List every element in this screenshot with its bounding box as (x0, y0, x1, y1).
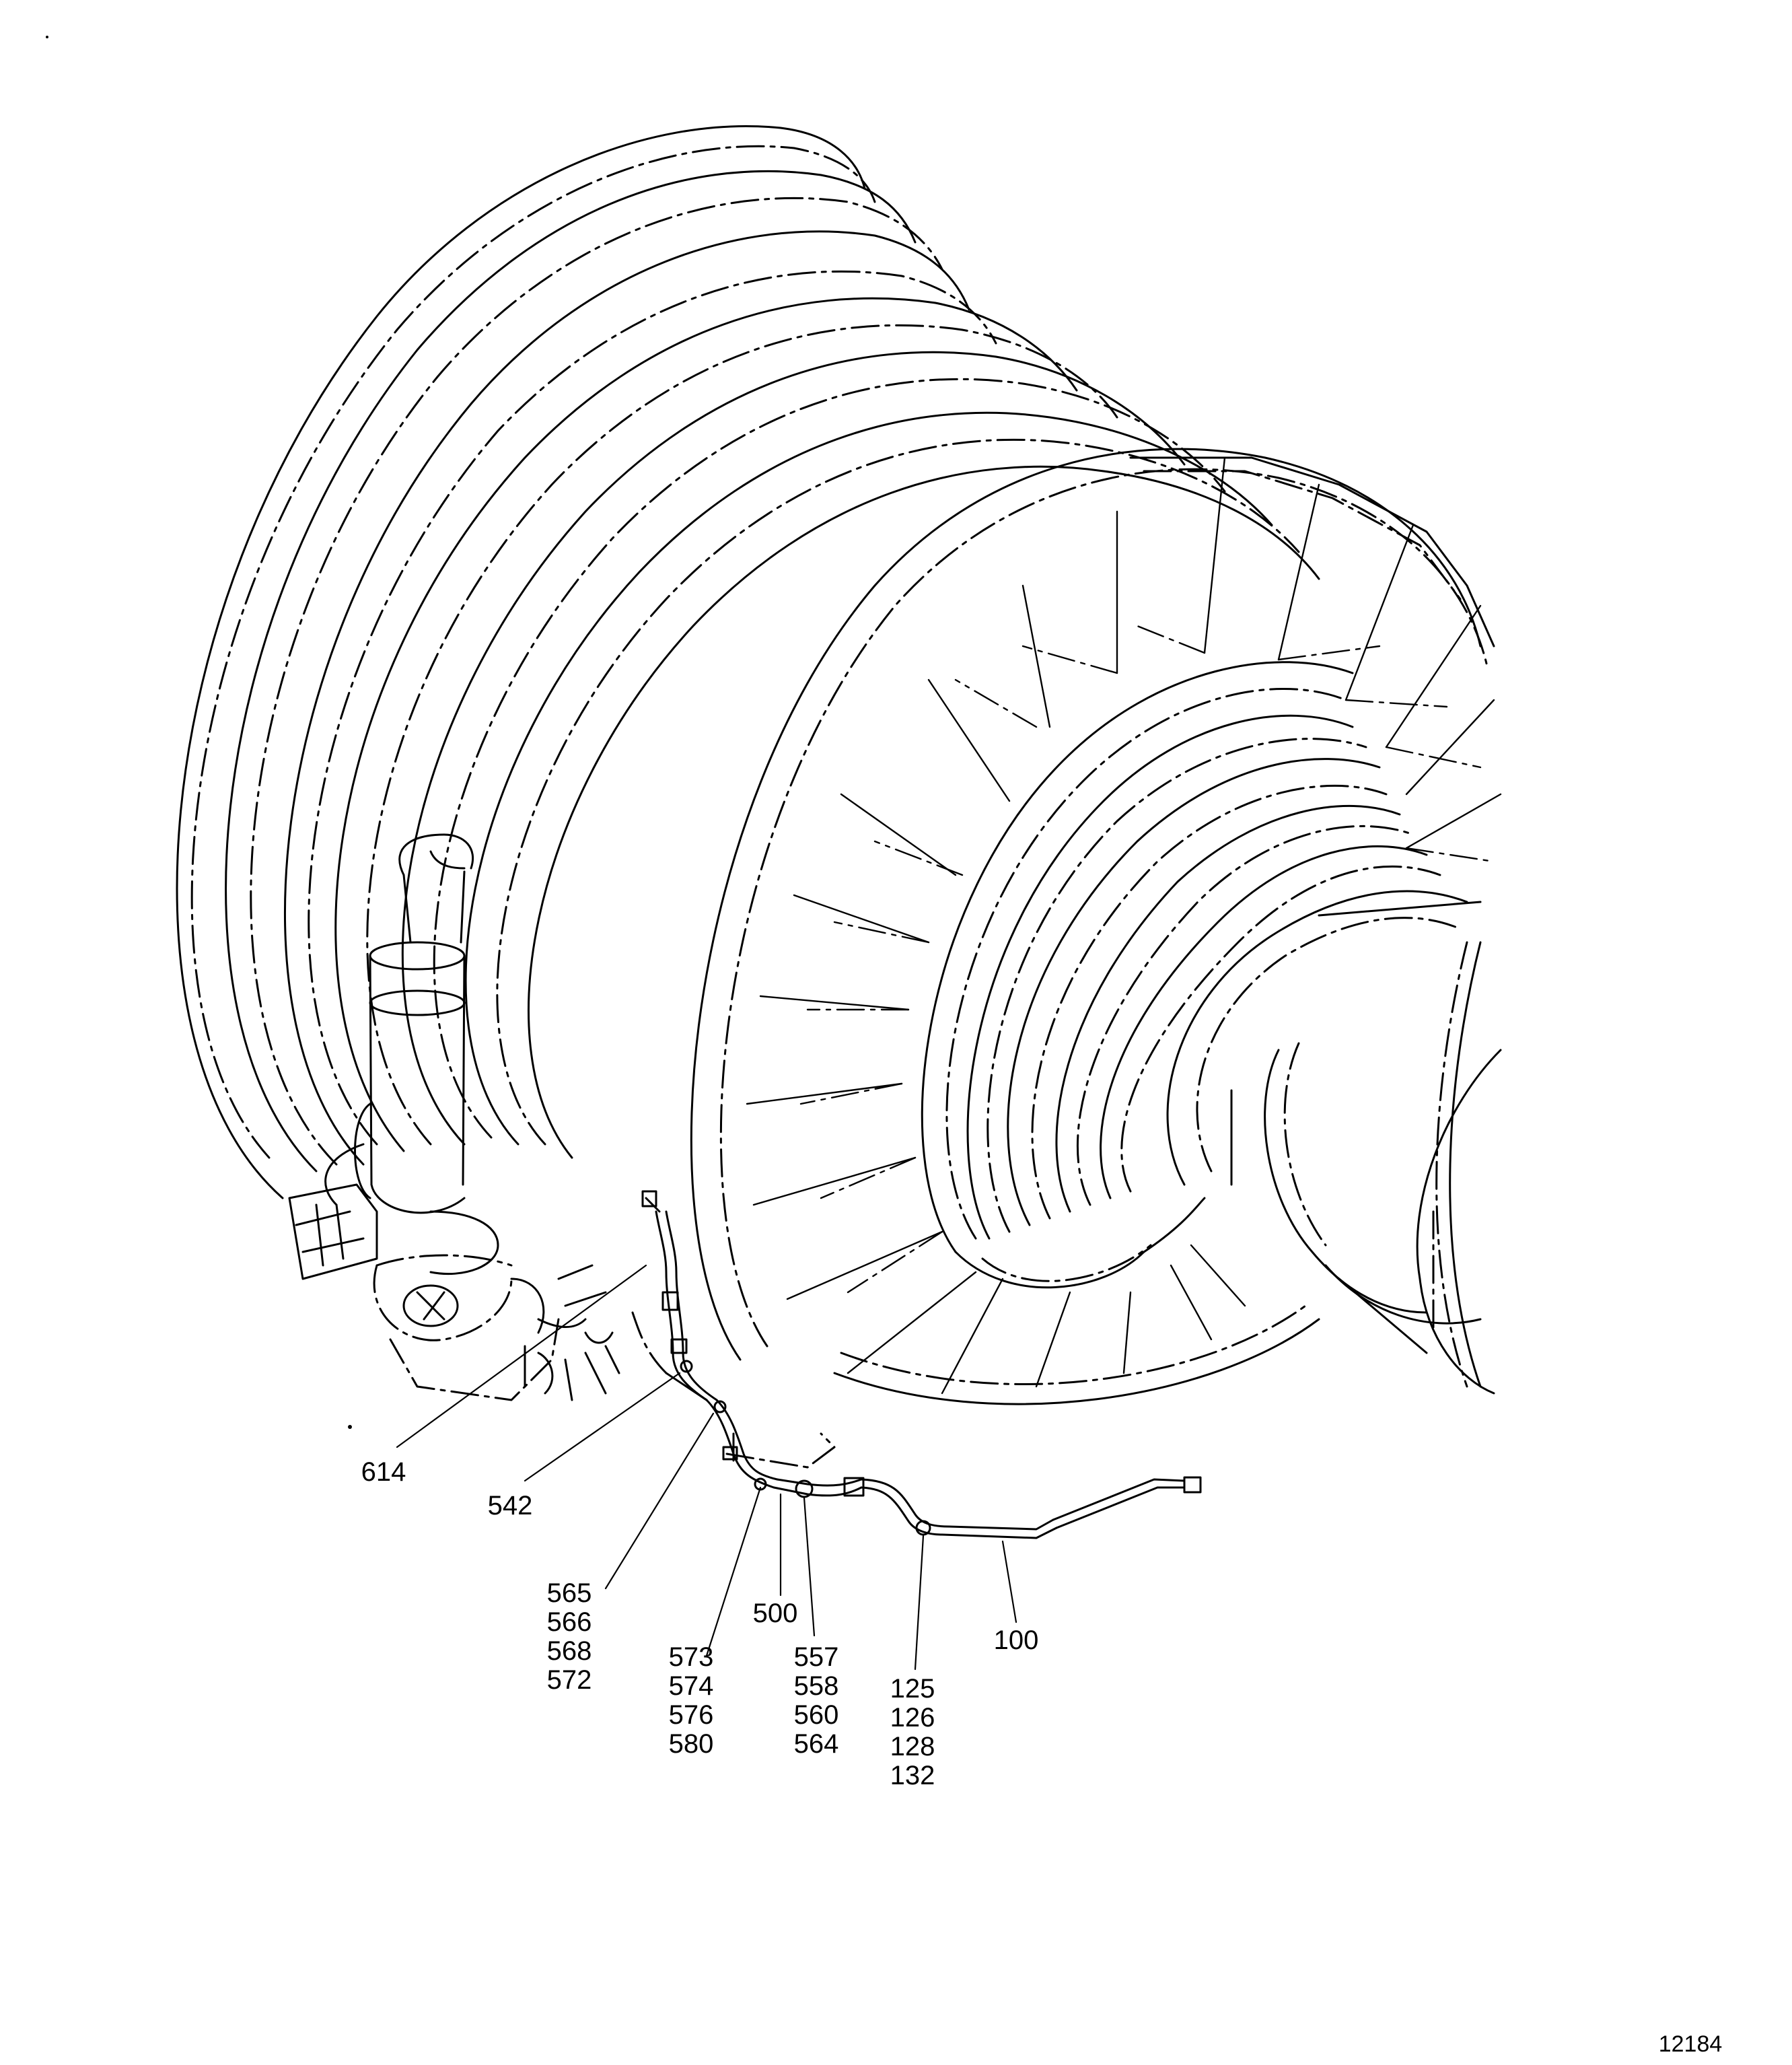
callout-576: 576 (669, 1700, 714, 1730)
stray-mark (348, 1425, 352, 1429)
callout-564: 564 (794, 1729, 839, 1759)
callout-565: 565 (547, 1578, 592, 1608)
leader-lines (396, 1264, 1017, 1671)
callout-500: 500 (753, 1599, 798, 1628)
harness-tube (641, 1190, 1202, 1539)
rear-cylinder (1166, 890, 1502, 1395)
stator-vanes (746, 456, 1502, 1395)
callout-573: 573 (669, 1642, 714, 1672)
callout-542: 542 (488, 1491, 533, 1520)
inlet-pipe-assembly (288, 833, 708, 1401)
callout-574: 574 (669, 1671, 714, 1701)
callout-580: 580 (669, 1729, 714, 1759)
callout-125: 125 (890, 1674, 935, 1704)
callout-126: 126 (890, 1703, 935, 1733)
stator-disc (690, 448, 1495, 1405)
callout-128: 128 (890, 1732, 935, 1761)
callout-100: 100 (994, 1625, 1039, 1655)
callout-labels: 614 542 565 566 568 572 573 574 576 580 … (361, 1457, 1039, 1790)
front-case-rings (176, 125, 1320, 1199)
callout-560: 560 (794, 1700, 839, 1730)
stray-mark (46, 36, 48, 38)
callout-566: 566 (547, 1607, 592, 1637)
figure-number: 12184 (1659, 2031, 1723, 2057)
callout-132: 132 (890, 1761, 935, 1790)
hub-rings (921, 661, 1441, 1289)
callout-572: 572 (547, 1665, 592, 1695)
callout-557: 557 (794, 1642, 839, 1672)
callout-614: 614 (361, 1457, 406, 1487)
callout-558: 558 (794, 1671, 839, 1701)
callout-568: 568 (547, 1636, 592, 1666)
